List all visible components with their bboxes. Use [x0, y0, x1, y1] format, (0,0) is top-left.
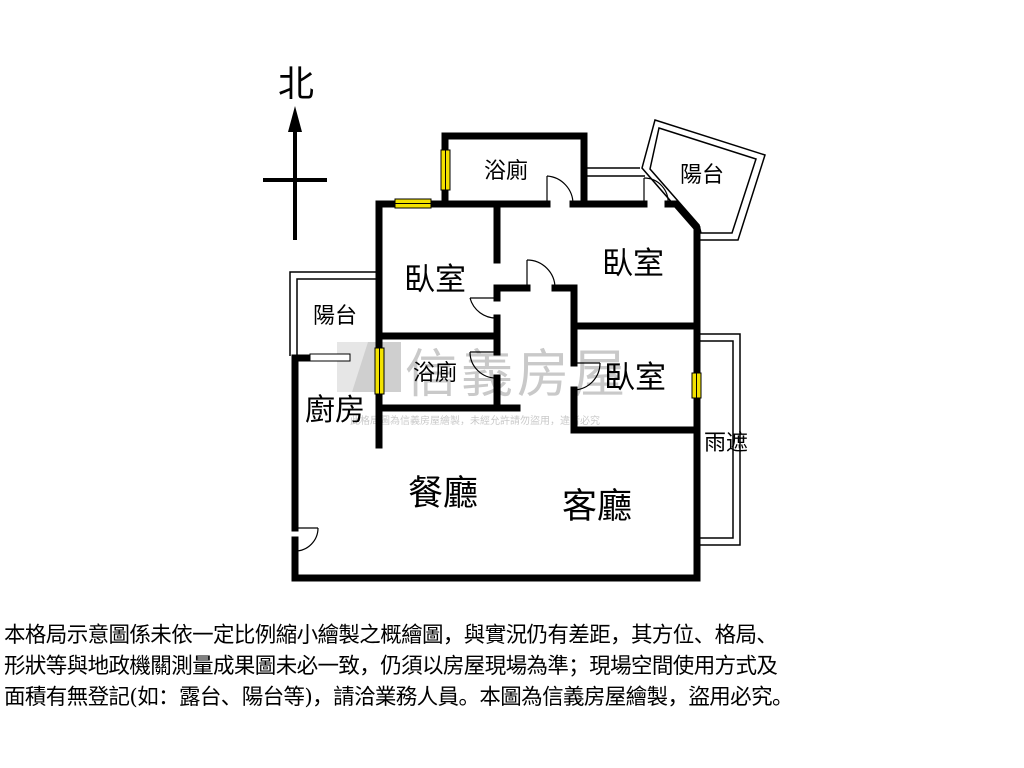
doors [294, 175, 669, 552]
north-arrow-icon [288, 106, 302, 132]
watermark-logo-icon [337, 342, 401, 392]
room-bathroom-middle: 浴廁 [413, 361, 457, 386]
room-kitchen: 廚房 [305, 393, 365, 428]
walls [291, 132, 701, 582]
disclaimer-line-3: 面積有無登記(如：露台、陽台等)，請洽業務人員。本圖為信義房屋繪製，盜用必究。 [4, 685, 793, 710]
room-bedroom-left: 臥室 [404, 262, 466, 298]
watermark-brand: 信義房屋 [405, 345, 629, 405]
room-balcony-top-right: 陽台 [680, 163, 724, 188]
balcony-outlines [289, 119, 766, 546]
room-dining: 餐廳 [408, 474, 478, 514]
windows [309, 149, 702, 399]
disclaimer-line-2: 形狀等與地政機關測量成果圖未必一致，仍須以房屋現場為準；現場空間使用方式及 [4, 654, 778, 679]
window-kitchen [309, 353, 351, 362]
compass: 北 [263, 64, 327, 240]
room-bedroom-small: 臥室 [604, 360, 666, 396]
room-bedroom-right: 臥室 [602, 246, 664, 282]
room-living: 客廳 [562, 487, 632, 527]
disclaimer-line-1: 本格局示意圖係未依一定比例縮小繪製之概繪圖，與實況仍有差距，其方位、格局、 [4, 623, 778, 648]
room-bathroom-top: 浴廁 [484, 159, 528, 184]
watermark-notice: 此格局圖為信義房屋繪製，未經允許請勿盜用，違者必究 [350, 414, 600, 427]
north-label: 北 [278, 64, 314, 105]
disclaimer: 本格局示意圖係未依一定比例縮小繪製之概繪圖，與實況仍有差距，其方位、格局、 形狀… [4, 620, 1020, 713]
room-balcony-left: 陽台 [313, 304, 357, 329]
floor-plan: 信義房屋 此格局圖為信義房屋繪製，未經允許請勿盜用，違者必究 北 [263, 64, 766, 582]
room-canopy: 雨遮 [704, 431, 748, 456]
